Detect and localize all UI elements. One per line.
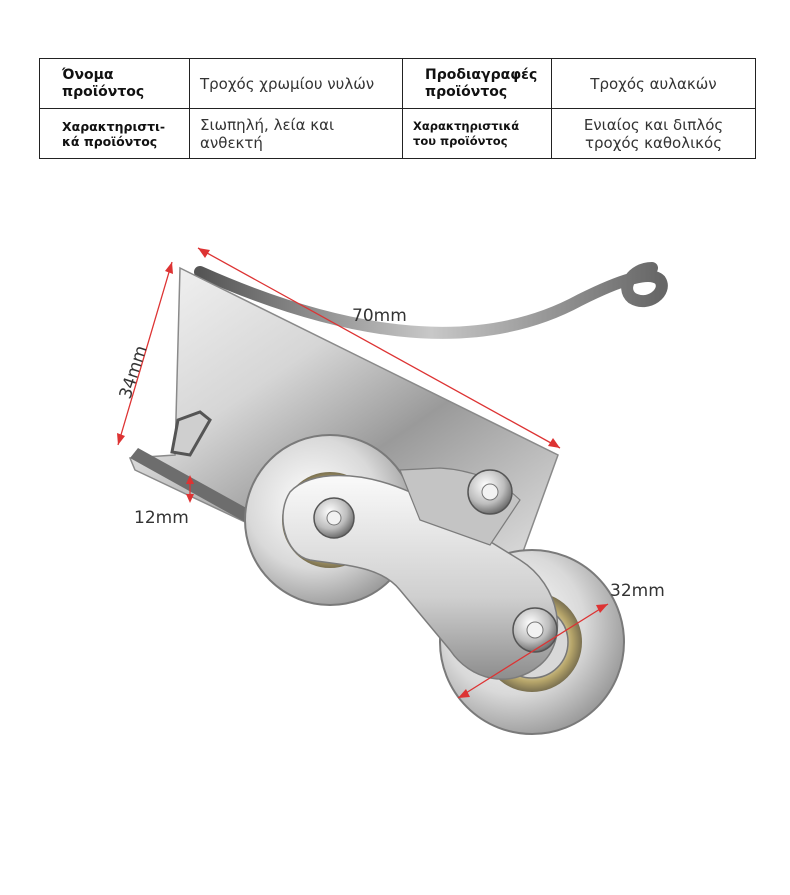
bolt-upper-wheel: [313, 497, 355, 539]
product-figure: 70mm 34mm 12mm 32mm: [116, 247, 668, 735]
product-name-value: Τροχός χρωμίου νυλών: [189, 58, 403, 109]
wheel-diameter-label: 32mm: [610, 581, 665, 601]
bolt-top: [467, 469, 513, 515]
thickness-label: 12mm: [134, 508, 189, 528]
product-name-label: Όνομα προϊόντος: [39, 58, 190, 109]
spec-table: Όνομα προϊόντος Τροχός χρωμίου νυλών Προ…: [39, 58, 756, 159]
bolt-lower-wheel: [512, 607, 558, 653]
spec-row-1: Όνομα προϊόντος Τροχός χρωμίου νυλών Προ…: [39, 58, 756, 109]
spring-arm: [194, 262, 668, 339]
product-feature-value-2: Ενιαίος και διπλός τροχός καθολικός: [551, 108, 756, 159]
dimension-wheel-diameter: 32mm: [457, 581, 665, 699]
length-label: 70mm: [352, 306, 407, 326]
product-feature-label-2: Χαρακτηριστικά του προϊόντος: [402, 108, 552, 159]
product-feature-label-1: Χαρακτηριστι-κά προϊόντος: [39, 108, 190, 159]
slot-window: [170, 410, 212, 457]
product-spec-label: Προδιαγραφές προϊόντος: [402, 58, 552, 109]
dimension-length: 70mm: [197, 247, 561, 449]
dimension-height: 34mm: [116, 261, 173, 446]
dimension-thickness: 12mm: [134, 475, 194, 528]
product-spec-value: Τροχός αυλακών: [551, 58, 756, 109]
spec-row-2: Χαρακτηριστι-κά προϊόντος Σιωπηλή, λεία …: [39, 108, 756, 159]
product-feature-value-1: Σιωπηλή, λεία και ανθεκτή: [189, 108, 403, 159]
height-label: 34mm: [116, 343, 152, 401]
